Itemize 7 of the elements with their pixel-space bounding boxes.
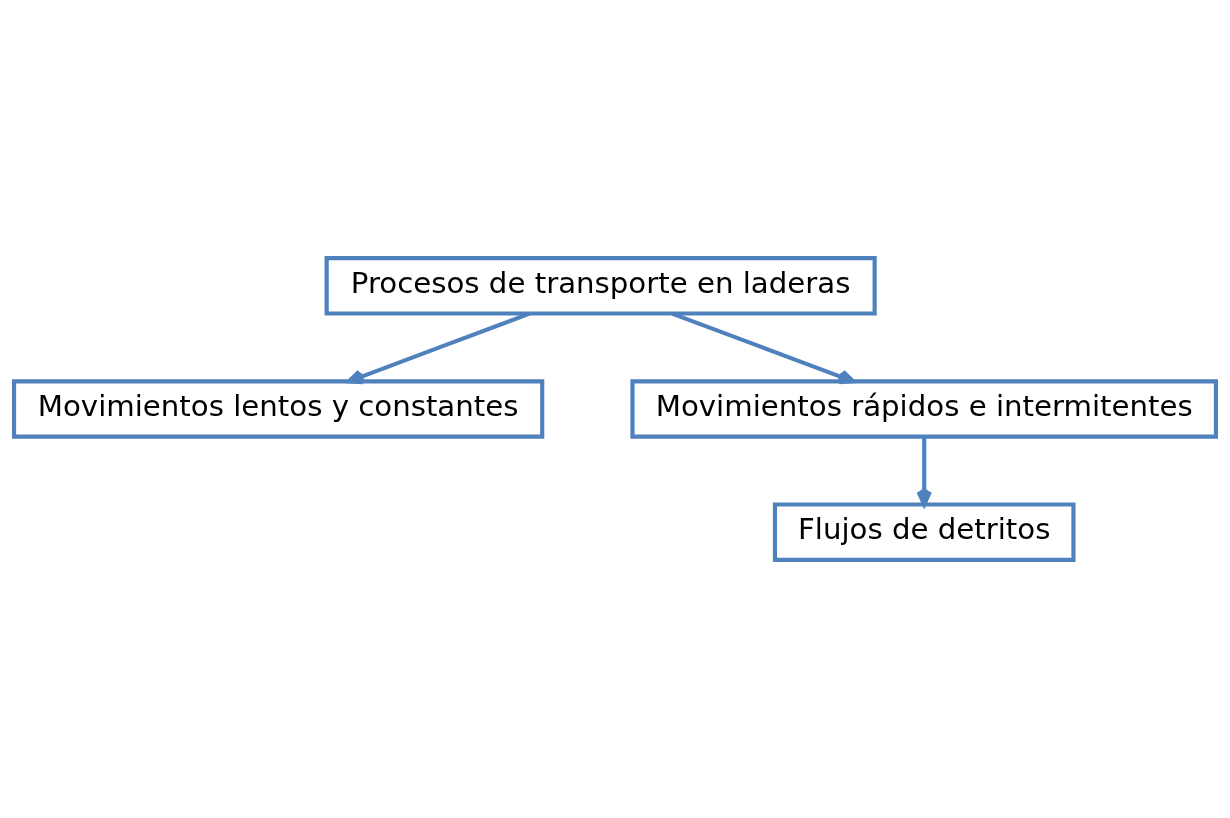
node-box: Flujos de detritos bbox=[772, 502, 1076, 562]
arrow bbox=[671, 311, 856, 385]
node-box: Movimientos lentos y constantes bbox=[11, 379, 545, 439]
arrow bbox=[347, 311, 531, 385]
node-box: Movimientos rápidos e intermitentes bbox=[630, 379, 1219, 439]
node-box: Procesos de transporte en laderas bbox=[324, 256, 877, 316]
arrow bbox=[916, 436, 932, 507]
